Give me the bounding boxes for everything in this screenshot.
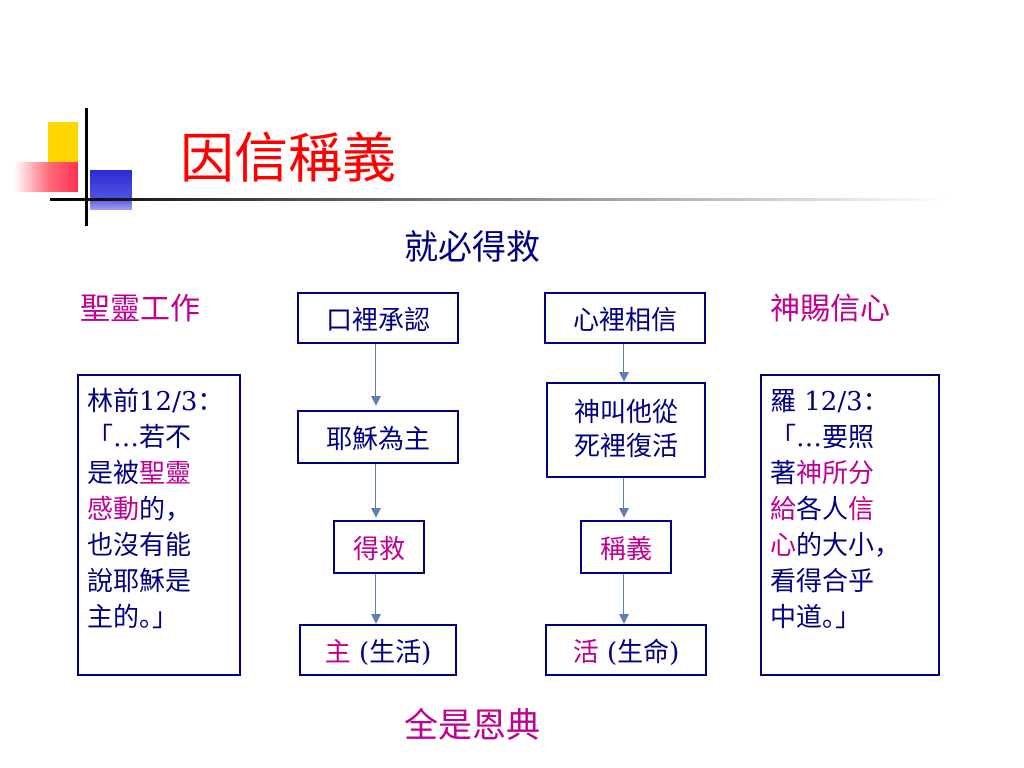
- left-heading: 聖靈工作: [80, 292, 200, 327]
- arrow-line-right-3: [623, 574, 624, 614]
- right-quote-line-5: 心的大小，: [770, 528, 930, 564]
- box-lord-highlight: 主: [324, 637, 351, 668]
- box-justified-label: 稱義: [599, 534, 652, 565]
- box-raised-line1: 神叫他從: [573, 398, 678, 428]
- right-quote-line-3a: 著: [770, 459, 797, 489]
- left-quote-line-3b: 聖靈: [139, 459, 192, 489]
- right-quote-line-4c: 信: [848, 495, 875, 525]
- right-quote-line-3: 著神所分: [770, 456, 930, 492]
- left-scripture-box: 林前12/3： 「…若不 是被聖靈 感動的， 也沒有能 說耶穌是 主的。」: [77, 374, 241, 676]
- left-quote-line-1: 林前12/3：: [87, 387, 224, 417]
- arrow-head-left-2: [371, 508, 381, 518]
- arrow-head-left-1: [371, 396, 381, 406]
- box-confess-with-mouth: 口裡承認: [297, 292, 459, 344]
- arrow-head-right-2: [619, 508, 629, 518]
- right-quote-line-6: 看得合乎: [770, 567, 875, 597]
- bottom-heading: 全是恩典: [404, 706, 540, 746]
- left-quote-line-4b: 的，: [139, 495, 192, 525]
- right-quote-line-5b: 的大小，: [796, 531, 901, 561]
- box-live-highlight: 活: [572, 637, 599, 668]
- left-quote-line-3: 是被聖靈: [87, 456, 231, 492]
- left-quote-line-7: 主的。」: [87, 603, 179, 633]
- right-quote-line-5a: 心: [770, 531, 797, 561]
- right-quote-line-2: 「…要照: [770, 423, 875, 453]
- right-heading: 神賜信心: [770, 292, 890, 327]
- left-quote-line-3a: 是被: [87, 459, 140, 489]
- arrow-line-right-2: [623, 478, 624, 508]
- top-heading: 就必得救: [404, 228, 540, 268]
- arrow-line-left-1: [375, 344, 376, 396]
- box-raised-line2: 死裡復活: [573, 432, 678, 462]
- left-quote-line-4a: 感動: [87, 495, 140, 525]
- left-quote-line-5: 也沒有能: [87, 531, 192, 561]
- box-lord-life: 主 (生活): [299, 624, 457, 676]
- left-quote-line-2: 「…若不: [87, 423, 192, 453]
- left-quote-line-6: 說耶穌是: [87, 567, 192, 597]
- box-justified: 稱義: [580, 520, 672, 574]
- left-quote-line-4: 感動的，: [87, 492, 231, 528]
- right-quote-line-1: 羅 12/3：: [770, 387, 889, 417]
- arrow-line-left-3: [375, 574, 376, 614]
- box-believe-label: 心裡相信: [572, 305, 677, 336]
- box-live-life: 活 (生命): [545, 624, 707, 676]
- right-quote-line-4: 給各人信: [770, 492, 930, 528]
- right-quote-line-4a: 給: [770, 495, 797, 525]
- box-jesus-lord-label: 耶穌為主: [325, 424, 430, 455]
- arrow-head-right-1: [619, 372, 629, 382]
- arrow-line-left-2: [375, 464, 376, 508]
- arrow-line-right-1: [623, 344, 624, 372]
- right-quote-line-4b: 各人: [796, 495, 849, 525]
- arrow-head-right-3: [619, 614, 629, 624]
- logo-yellow-square: [48, 122, 78, 162]
- box-raised-from-dead: 神叫他從 死裡復活: [546, 382, 706, 478]
- box-jesus-is-lord: 耶穌為主: [297, 410, 459, 464]
- box-believe-in-heart: 心裡相信: [544, 292, 706, 344]
- logo-vertical-line: [85, 108, 88, 226]
- box-lord-rest: (生活): [350, 637, 432, 668]
- box-saved-label: 得救: [352, 534, 405, 565]
- right-quote-line-7: 中道。」: [770, 603, 862, 633]
- logo-red-bar: [14, 162, 78, 192]
- slide-title: 因信稱義: [180, 127, 396, 190]
- logo-blue-square: [90, 170, 132, 210]
- box-confess-label: 口裡承認: [325, 305, 430, 336]
- right-scripture-box: 羅 12/3： 「…要照 著神所分 給各人信 心的大小， 看得合乎 中道。」: [760, 374, 940, 676]
- title-underline: [50, 198, 950, 201]
- box-live-rest: (生命): [598, 637, 680, 668]
- box-saved: 得救: [333, 520, 425, 574]
- right-quote-line-3b: 神所分: [796, 459, 875, 489]
- arrow-head-left-3: [371, 614, 381, 624]
